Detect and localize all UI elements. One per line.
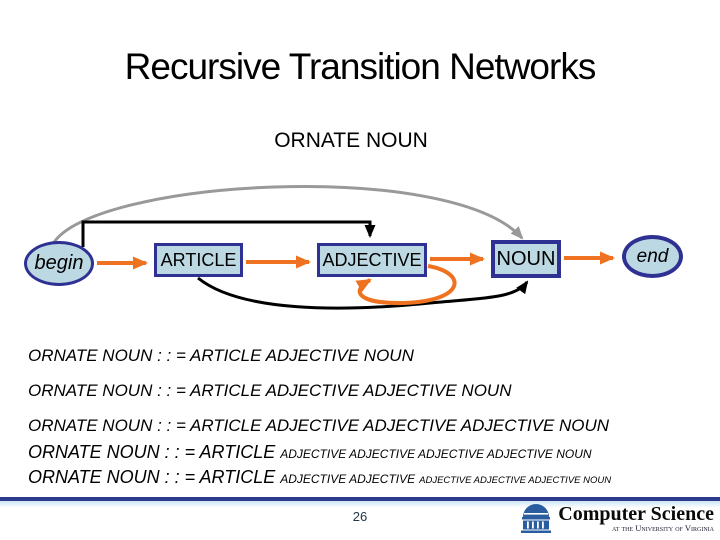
node-article: ARTICLE bbox=[154, 243, 243, 277]
rule-text-small: ADJECTIVE ADJECTIVE ADJECTIVE ADJECTIVE … bbox=[280, 447, 592, 461]
grammar-rule: ORNATE NOUN : : = ARTICLE ADJECTIVE ADJE… bbox=[28, 416, 609, 436]
rule-text: ORNATE NOUN : : = ARTICLE bbox=[28, 467, 276, 487]
grammar-rule: ORNATE NOUN : : = ARTICLE ADJECTIVE ADJE… bbox=[28, 381, 511, 401]
rule-text: ORNATE NOUN : : = ARTICLE ADJECTIVE NOUN bbox=[28, 346, 414, 365]
rule-text: ORNATE NOUN : : = ARTICLE ADJECTIVE ADJE… bbox=[28, 416, 610, 435]
node-end: end bbox=[622, 235, 683, 278]
slide-subtitle: ORNATE NOUN bbox=[274, 129, 428, 152]
rule-text-small: ADJECTIVE ADJECTIVE bbox=[280, 472, 416, 486]
uva-cs-logo: Computer Science at the University of Vi… bbox=[519, 503, 714, 534]
node-noun-label: NOUN bbox=[496, 247, 556, 270]
node-adjective: ADJECTIVE bbox=[317, 243, 427, 277]
node-begin: begin bbox=[24, 241, 94, 286]
page-number: 26 bbox=[352, 509, 368, 524]
rule-text-smaller: ADJECTIVE ADJECTIVE ADJECTIVE NOUN bbox=[419, 475, 612, 486]
slide-title: Recursive Transition Networks bbox=[124, 46, 597, 87]
rule-text: ORNATE NOUN : : = ARTICLE bbox=[28, 442, 276, 462]
logo-subtitle: at the University of Virginia bbox=[612, 523, 714, 533]
footer-divider-glow bbox=[0, 501, 720, 508]
node-article-label: ARTICLE bbox=[160, 249, 237, 270]
grammar-rule: ORNATE NOUN : : = ARTICLE ADJECTIVE NOUN bbox=[28, 346, 414, 366]
grammar-rule: ORNATE NOUN : : = ARTICLE ADJECTIVE ADJEC… bbox=[28, 442, 592, 463]
node-end-label: end bbox=[636, 245, 669, 267]
logo-title: Computer Science bbox=[558, 503, 714, 525]
curve-article-to-noun-black bbox=[197, 276, 529, 310]
footer-divider bbox=[0, 497, 720, 501]
node-noun: NOUN bbox=[491, 240, 561, 278]
grammar-rule: ORNATE NOUN : : = ARTICLE ADJECTIVE ADJEC… bbox=[28, 467, 611, 488]
node-begin-label: begin bbox=[34, 252, 84, 274]
node-adjective-label: ADJECTIVE bbox=[322, 249, 422, 270]
arc-begin-to-noun-gray bbox=[51, 185, 524, 245]
rotunda-icon bbox=[521, 504, 552, 533]
rule-text: ORNATE NOUN : : = ARTICLE ADJECTIVE ADJE… bbox=[28, 381, 512, 400]
